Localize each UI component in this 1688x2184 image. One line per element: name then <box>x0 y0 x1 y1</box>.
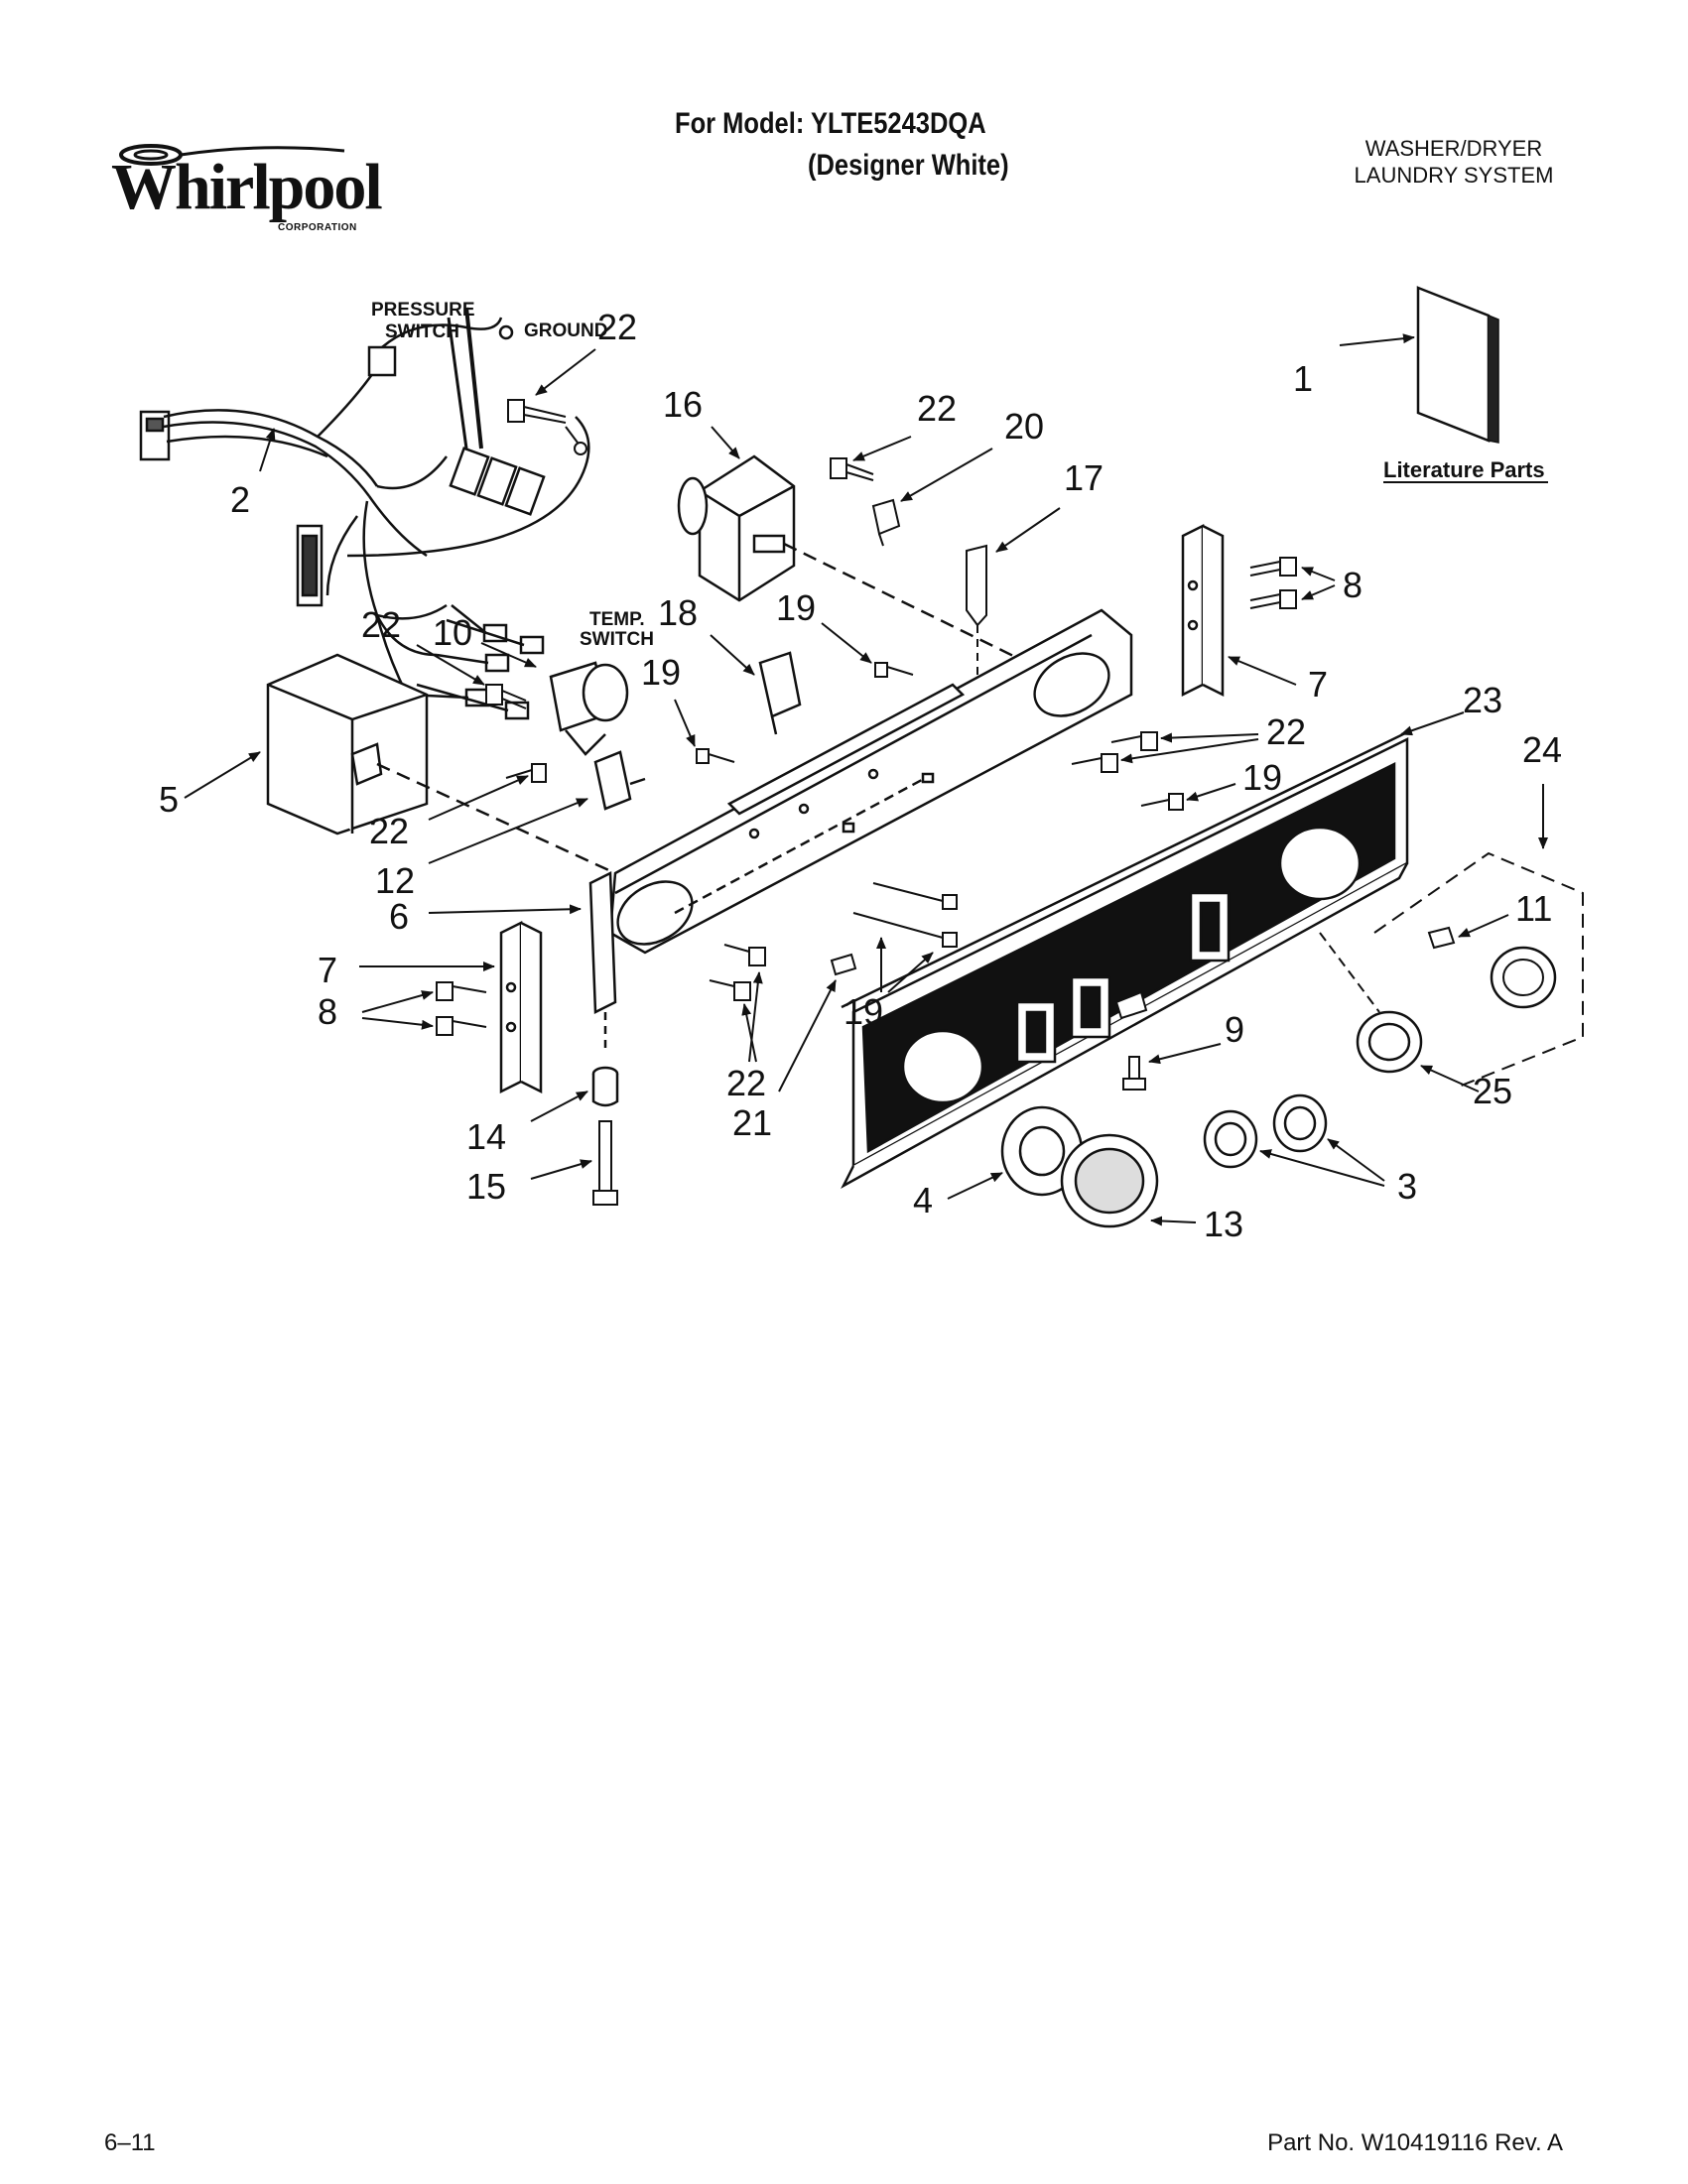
callout-22-harness: 22 <box>597 307 637 347</box>
logo-wordmark: Whirlpool <box>111 151 383 223</box>
timer-motor <box>677 454 1053 677</box>
callout-1: 1 <box>1293 358 1313 399</box>
console-panel <box>841 730 1409 1190</box>
callout-3: 3 <box>1397 1166 1417 1207</box>
ground-label: GROUND <box>524 321 607 341</box>
callout-22-bottom: 22 <box>726 1063 766 1103</box>
screw-22-left <box>505 763 547 783</box>
callout-8-right: 8 <box>1343 565 1363 605</box>
screws-8-left <box>436 981 487 1036</box>
callout-22-temp: 22 <box>361 604 401 645</box>
callout-21: 21 <box>732 1102 772 1143</box>
knob-assembly-24 <box>1373 851 1584 1088</box>
callout-4: 4 <box>913 1180 933 1220</box>
callout-25: 25 <box>1473 1071 1512 1111</box>
callout-6: 6 <box>389 896 409 937</box>
knobs-3 <box>1203 1093 1328 1169</box>
pressure-switch-label-2: SWITCH <box>385 321 459 342</box>
literature-booklet <box>1416 286 1499 444</box>
callout-20: 20 <box>1004 406 1044 447</box>
system-line-2: LAUNDRY SYSTEM <box>1354 163 1554 188</box>
callout-18: 18 <box>658 592 698 633</box>
console-frame <box>608 608 1133 955</box>
screw-19-c <box>1140 793 1184 811</box>
callout-8-left: 8 <box>318 991 337 1032</box>
screw-9 <box>1114 990 1148 1091</box>
screws-19-d <box>852 882 958 948</box>
callout-19-c: 19 <box>1242 757 1282 798</box>
callout-16: 16 <box>663 384 703 425</box>
callout-19-a: 19 <box>641 652 681 693</box>
leveling-screw-15 <box>592 1120 618 1206</box>
foot-14 <box>591 1066 619 1107</box>
screw-19-a <box>874 662 914 678</box>
system-line-1: WASHER/DRYER <box>1364 136 1543 161</box>
wire-harness <box>139 317 590 720</box>
callout-7-right: 7 <box>1308 664 1328 705</box>
logo-swirl-icon <box>119 144 345 166</box>
switch-18 <box>758 651 802 735</box>
callout-22-right: 22 <box>1266 711 1306 752</box>
knob-25 <box>1319 932 1423 1074</box>
bracket-7-left <box>499 920 543 1094</box>
logo-corporation: CORPORATION <box>278 222 357 233</box>
bracket-6 <box>588 871 617 1052</box>
temp-switch <box>549 661 629 756</box>
clip-21 <box>830 953 857 976</box>
model-title: For Model: YLTE5243DQA <box>675 107 986 140</box>
screw-22-harness <box>507 399 587 455</box>
callout-10: 10 <box>433 612 472 653</box>
pressure-switch-label-1: PRESSURE <box>371 300 475 321</box>
system-name: WASHER/DRYER LAUNDRY SYSTEM <box>1310 135 1598 189</box>
callout-24: 24 <box>1522 729 1562 770</box>
callout-2: 2 <box>230 479 250 520</box>
screw-19-b <box>696 748 735 764</box>
page-number: 6–11 <box>104 2129 156 2156</box>
bracket-7-right <box>1181 523 1225 698</box>
temp-switch-label-2: SWITCH <box>580 629 654 650</box>
screw-22-temp <box>485 684 527 709</box>
bracket-17 <box>966 544 987 685</box>
control-box <box>266 653 616 875</box>
literature-parts-label: Literature Parts <box>1383 457 1545 482</box>
screws-22-bottom <box>709 944 766 1001</box>
callout-17: 17 <box>1064 457 1104 498</box>
screw-22-top <box>830 457 874 481</box>
whirlpool-logo: Whirlpool CORPORATION <box>111 135 383 252</box>
callout-7-left: 7 <box>318 950 337 990</box>
callout-11: 11 <box>1515 888 1552 929</box>
callout-22-top: 22 <box>917 388 957 429</box>
knob-13 <box>1060 1133 1159 1228</box>
part-number: Part No. W10419116 Rev. A <box>1267 2129 1563 2156</box>
callout-9: 9 <box>1225 1009 1244 1050</box>
model-color: (Designer White) <box>808 149 1009 182</box>
callout-5: 5 <box>159 779 179 820</box>
callout-13: 13 <box>1204 1204 1243 1244</box>
callout-19-b: 19 <box>776 587 816 628</box>
switch-12 <box>593 750 646 811</box>
clip-20 <box>871 498 901 547</box>
callout-23: 23 <box>1463 680 1502 720</box>
screws-8-right <box>1249 557 1297 609</box>
callout-15: 15 <box>466 1166 506 1207</box>
screws-22-mid-right <box>1071 731 1158 773</box>
callout-22-left: 22 <box>369 811 409 851</box>
temp-switch-label-1: TEMP. <box>589 609 645 630</box>
callout-14: 14 <box>466 1116 506 1157</box>
callout-19-d: 19 <box>844 991 883 1032</box>
callout-12: 12 <box>375 860 415 901</box>
